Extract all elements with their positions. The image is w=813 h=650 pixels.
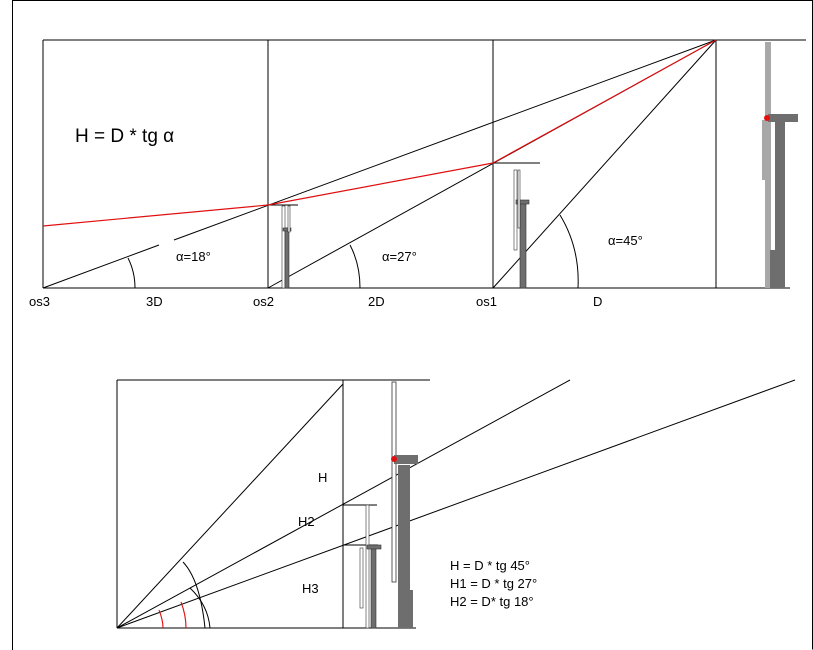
axis-label-2d: 2D <box>368 294 385 309</box>
top-diagram <box>42 39 806 289</box>
bottom-diagram <box>116 379 796 629</box>
label-h2: H2 <box>298 514 315 529</box>
formula-h: H = D * tg 45° <box>450 558 530 573</box>
axis-label-os2: os2 <box>253 294 274 309</box>
top-formula: H = D * tg α <box>75 126 174 147</box>
axis-label-3d: 3D <box>146 294 163 309</box>
angle-label-45: α=45° <box>608 233 643 248</box>
red-line-mid <box>267 162 494 206</box>
angle-label-18: α=18° <box>176 249 211 264</box>
angle-arc-45 <box>559 214 579 289</box>
sight-line-18b <box>173 39 717 241</box>
red-arc-outer <box>180 601 187 629</box>
ray-18 <box>116 379 796 629</box>
formula-h2: H2 = D* tg 18° <box>450 594 534 609</box>
angle-arc-18 <box>127 257 136 289</box>
red-line-right <box>492 39 717 164</box>
big-turbine-top <box>762 42 798 288</box>
ray-45 <box>116 383 344 629</box>
bottom-arc-27 <box>189 587 211 629</box>
small-turbine-os1 <box>513 169 530 289</box>
formula-h1: H1 = D * tg 27° <box>450 576 537 591</box>
axis-label-os3: os3 <box>29 294 50 309</box>
red-arc-inner <box>158 609 164 629</box>
angle-arc-27 <box>349 244 361 289</box>
red-line-left <box>42 204 269 227</box>
angle-label-27: α=27° <box>382 249 417 264</box>
outer-frame <box>12 0 813 650</box>
axis-label-d: D <box>593 294 602 309</box>
sight-line-18 <box>42 244 160 289</box>
axis-label-os1: os1 <box>476 294 497 309</box>
small-turbine-os2 <box>281 205 292 289</box>
sight-line-45 <box>492 39 717 289</box>
turbine-bottom-h2 <box>359 504 382 629</box>
label-h3: H3 <box>302 581 319 596</box>
ray-27 <box>116 379 571 629</box>
label-h: H <box>318 470 327 485</box>
big-turbine-bottom <box>391 381 418 628</box>
bottom-arc-45 <box>182 561 206 629</box>
